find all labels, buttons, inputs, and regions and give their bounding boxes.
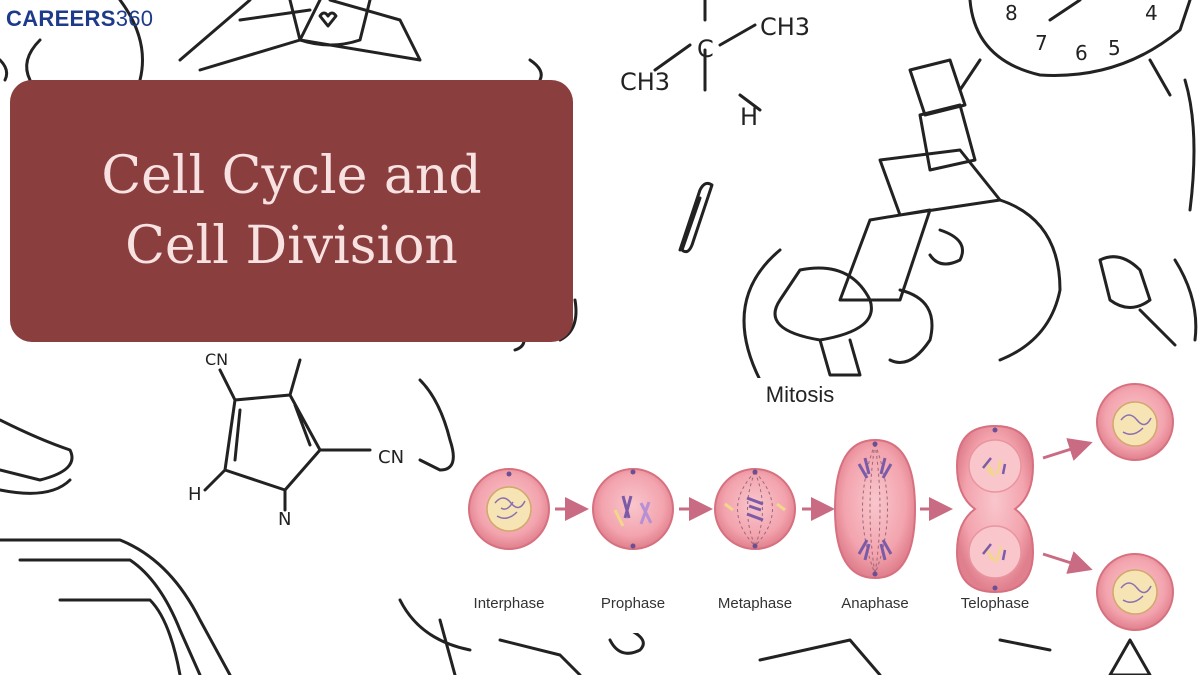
cn-top-label: CN <box>205 350 228 369</box>
title-card: Cell Cycle and Cell Division <box>10 80 573 342</box>
interphase-cell <box>468 468 550 550</box>
hydrogen-ring-label: H <box>188 484 202 505</box>
ch3-left-label: CH3 <box>620 68 670 96</box>
diagram-title: Mitosis <box>765 382 835 407</box>
logo-text: CAREERS <box>6 6 116 31</box>
dish-sketch <box>0 418 74 482</box>
stage-label-interphase: Interphase <box>473 595 545 612</box>
metaphase-cell <box>714 468 796 550</box>
clock-digit: 4 <box>1145 1 1158 25</box>
clock-sketch <box>958 0 1192 97</box>
mitosis-illustration <box>468 383 1174 631</box>
stage-label-prophase: Prophase <box>600 595 666 612</box>
logo-number: 360 <box>115 6 154 31</box>
clock-digit: 5 <box>1108 36 1121 60</box>
clock-digit: 7 <box>1035 31 1048 55</box>
ring-sketch <box>203 358 372 512</box>
daughter-cell-bottom <box>1096 553 1174 631</box>
prophase-cell <box>592 468 674 550</box>
hydrogen-top-label: H <box>740 103 758 131</box>
laptop-sketch <box>0 538 232 675</box>
cn-right-label: CN <box>378 447 404 468</box>
stage-label-telophase: Telophase <box>960 595 1030 612</box>
daughter-cell-top <box>1096 383 1174 461</box>
paperclip-sketch <box>678 181 714 254</box>
telophase-cell <box>955 424 1035 594</box>
chem-bonds-top <box>653 0 762 112</box>
careers360-logo[interactable]: CAREERS360 <box>6 6 153 32</box>
nitrogen-label: N <box>278 509 291 530</box>
ch3-right-label: CH3 <box>760 13 810 41</box>
anaphase-cell <box>833 438 917 580</box>
stage-label-anaphase: Anaphase <box>841 595 909 612</box>
microscope-sketch <box>773 58 1002 377</box>
clock-digit: 8 <box>1005 1 1018 25</box>
stage-label-metaphase: Metaphase <box>717 595 793 612</box>
mitosis-diagram: Mitosis <box>455 378 1200 633</box>
page-title: Cell Cycle and Cell Division <box>101 145 482 276</box>
carbon-label: C <box>697 35 714 63</box>
clock-digit: 6 <box>1075 41 1088 65</box>
pushpin-sketch <box>1098 255 1177 347</box>
